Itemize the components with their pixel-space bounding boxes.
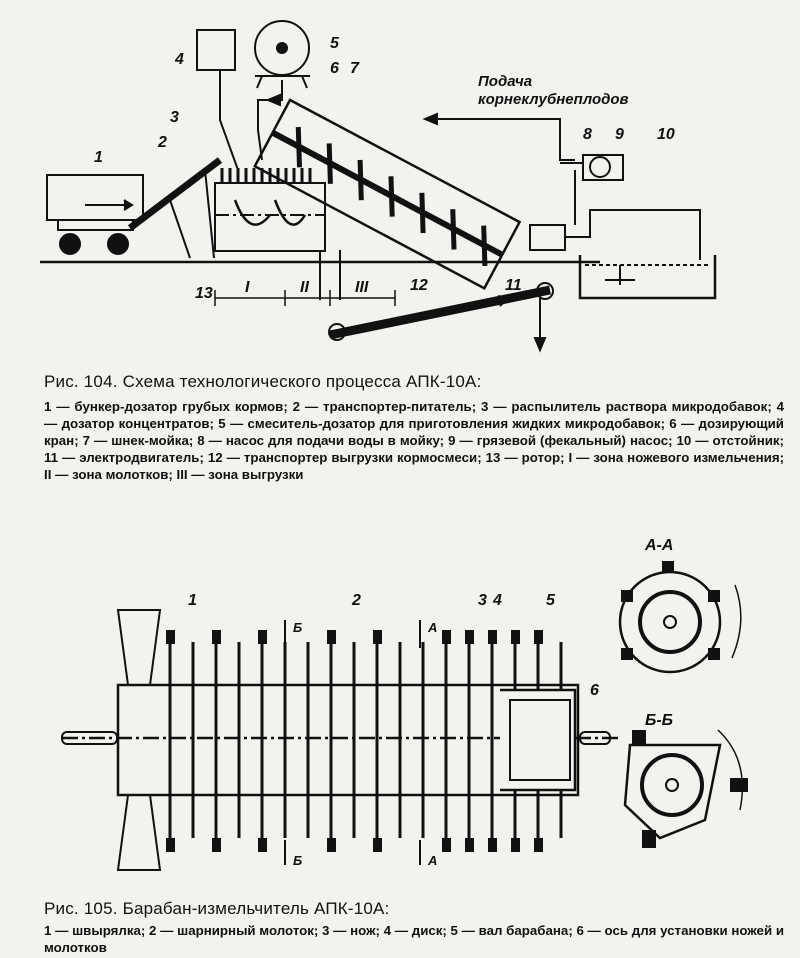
unloading-conveyor: [329, 285, 551, 340]
dosing-valve: [265, 93, 281, 107]
figure-104-caption-body: 1 — бункер-дозатор грубых кормов; 2 — тр…: [44, 399, 784, 482]
section-aa-label: А-А: [644, 537, 673, 554]
label-13: 13: [195, 285, 213, 302]
label-1: 1: [94, 149, 103, 166]
trailer-wheel: [59, 233, 81, 255]
label-8: 8: [583, 126, 592, 143]
figure-105-drum-chopper: 1 2 3 4 5 6 А-А Б-Б Б Б А А: [0, 520, 800, 898]
label-5: 5: [330, 35, 340, 52]
wash-pump: [582, 154, 624, 181]
label-7: 7: [350, 60, 360, 77]
label-9: 9: [615, 126, 624, 143]
auger-washer: [253, 98, 522, 290]
label-3: 3: [170, 109, 179, 126]
cut-b-top: Б: [293, 620, 302, 635]
zone-II-label: II: [300, 279, 309, 296]
figure-104-caption-title: Рис. 104. Схема технологического процесс…: [44, 372, 482, 391]
process-diagram: 1 2 3 4 5 6 7 8 9 10 11 12 13 I II III П…: [40, 20, 717, 353]
water-pump: [529, 224, 566, 251]
label-4: 4: [174, 51, 184, 68]
label-3: 3: [478, 592, 487, 609]
cut-a-bottom: А: [427, 853, 437, 868]
cut-b-bottom: Б: [293, 853, 302, 868]
label-1: 1: [188, 592, 197, 609]
label-10: 10: [657, 126, 675, 143]
section-bb-label: Б-Б: [645, 712, 673, 729]
cut-a-top: А: [427, 620, 437, 635]
label-6: 6: [330, 60, 339, 77]
label-6: 6: [590, 682, 599, 699]
thrower-bottom: [116, 794, 162, 871]
label-11: 11: [505, 277, 522, 294]
drum-body: [116, 683, 580, 797]
feed-label-line1: Подача: [478, 73, 532, 90]
label-12: 12: [410, 277, 428, 294]
bunker-dozer: [46, 174, 144, 221]
hammers: [166, 561, 748, 852]
thrower-top: [116, 609, 162, 686]
label-2: 2: [351, 592, 361, 609]
label-5: 5: [546, 592, 556, 609]
label-2: 2: [157, 134, 167, 151]
section-aa-disc: [618, 570, 722, 674]
section-bb-disc: [623, 743, 722, 840]
zone-I-label: I: [245, 279, 250, 296]
zone-III-label: III: [355, 279, 369, 296]
concentrate-dozer: [196, 29, 236, 71]
figure-105-caption-title: Рис. 105. Барабан-измельчитель АПК-10А:: [44, 899, 390, 918]
drum-diagram: 1 2 3 4 5 6 А-А Б-Б Б Б А А: [61, 537, 748, 871]
figure-105-caption-body: 1 — швырялка; 2 — шарнирный молоток; 3 —…: [44, 923, 784, 955]
figure-104-process-scheme: 1 2 3 4 5 6 7 8 9 10 11 12 13 I II III П…: [0, 0, 800, 365]
feed-label-line2: корнеклубнеплодов: [478, 91, 629, 108]
label-4: 4: [492, 592, 502, 609]
settler-tank: [578, 255, 717, 300]
rotor-housing: [214, 182, 326, 252]
